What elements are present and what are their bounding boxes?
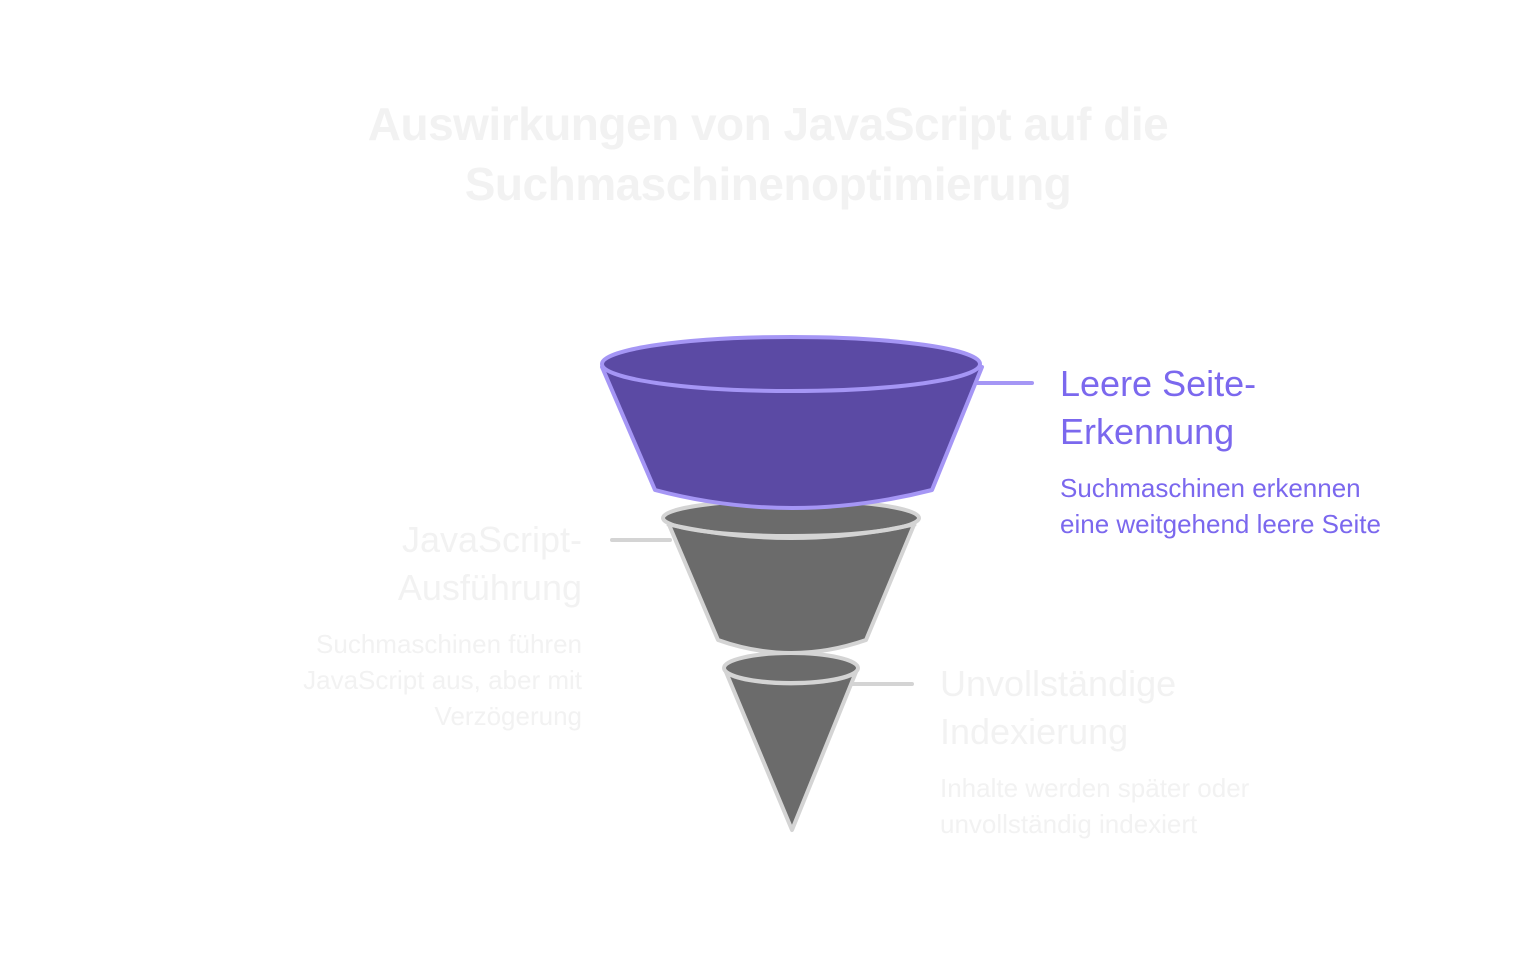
funnel-stage-leere-seite-erkennung[interactable]	[600, 335, 1034, 510]
stage-heading: JavaScript- Ausführung	[397, 519, 582, 608]
stage-description: Suchmaschinen führen JavaScript aus, abe…	[303, 629, 582, 731]
stage-description: Suchmaschinen erkennen eine weitgehend l…	[1060, 473, 1381, 539]
stage-description: Inhalte werden später oder unvollständig…	[940, 773, 1250, 839]
stage-heading: Leere Seite- Erkennung	[1060, 363, 1257, 452]
label-unvollstaendige-indexierung: Unvollständige Indexierung Inhalte werde…	[940, 660, 1249, 842]
diagram-title: Auswirkungen von JavaScript auf die Such…	[268, 94, 1268, 214]
title-line-1: Auswirkungen von JavaScript auf die	[367, 98, 1169, 150]
title-line-2: Suchmaschinenoptimierung	[464, 158, 1072, 210]
funnel-stage-unvollstaendige-indexierung[interactable]	[722, 651, 914, 832]
stage-heading: Unvollständige Indexierung	[940, 663, 1177, 752]
label-leere-seite-erkennung: Leere Seite- Erkennung Suchmaschinen erk…	[1060, 360, 1381, 542]
label-javascript-ausfuehrung: JavaScript- Ausführung Suchmaschinen füh…	[200, 516, 582, 734]
funnel-stage-javascript-ausfuehrung[interactable]	[610, 498, 921, 655]
